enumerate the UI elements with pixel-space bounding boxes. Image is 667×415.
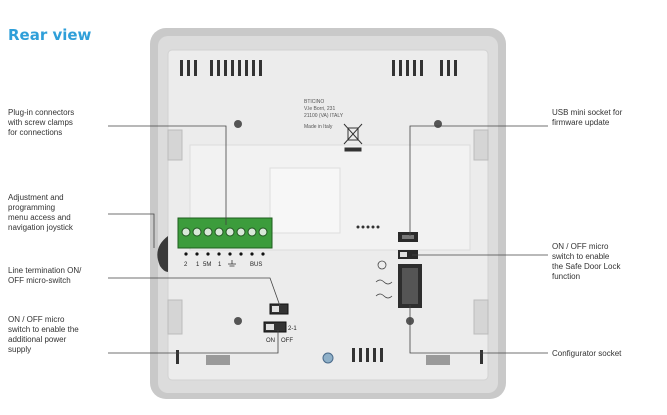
weee-bin-icon [343,123,363,152]
connector-dots [356,225,380,229]
line-termination-switch-knob [272,306,279,312]
usb-mini-socket [398,232,418,242]
callout-lines [108,125,548,354]
power-supply-switch-knob [266,324,274,330]
bottom-left-slot [176,350,179,364]
bottom-screw [322,352,334,364]
top-right-vent [392,60,457,76]
callout-configurator: Configurator socket [552,349,622,358]
bottom-right-slot [480,350,483,364]
inner-recess [269,167,341,234]
switch-label-off: OFF [281,338,293,344]
device-label-line2: V.le Borri, 231 [304,106,335,112]
right-tab-lower [473,299,489,335]
switch-label-on: ON [266,338,275,344]
terminal-label-1b: 1 [218,262,222,268]
left-tab-upper [167,129,183,161]
safe-door-switch [398,250,418,259]
device-label-line3: 21100 (VA) ITALY [304,113,344,119]
left-tab-lower [167,299,183,335]
connector-symbols [375,260,393,299]
callout-safe-door: ON / OFF micro switch to enable the Safe… [552,242,621,281]
right-tab-upper [473,129,489,161]
configurator-socket [398,264,422,308]
plug-in-terminal-block [177,217,273,256]
terminal-label-2: 2 [184,262,188,268]
terminal-label-bus: BUS [250,262,262,268]
callout-power-supply: ON / OFF micro switch to enable the addi… [8,315,79,354]
callout-usb: USB mini socket for firmware update [552,108,623,127]
terminal-label-5m: 5M [203,262,211,268]
callout-plugin-connectors: Plug-in connectors with screw clamps for… [8,108,75,137]
screw-hole-bottom-left [234,317,242,325]
device-label-line4: Made in Italy [304,124,333,130]
bottom-hooks [206,355,450,365]
switch-label-position: 2-1 [288,326,297,332]
ground-icon [228,260,236,267]
terminal-label-1: 1 [196,262,200,268]
screw-hole-top-left [234,120,242,128]
callout-joystick: Adjustment and programming menu access a… [8,193,73,232]
callout-line-termination: Line termination ON/ OFF micro-switch [8,266,82,285]
bottom-vent [352,348,383,362]
navigation-joystick [157,236,168,272]
top-left-vent [180,60,262,76]
power-supply-switch [263,321,287,333]
screw-hole-top-right [434,120,442,128]
device-label-line1: BTICINO [304,99,324,105]
page-title: Rear view [8,26,92,44]
